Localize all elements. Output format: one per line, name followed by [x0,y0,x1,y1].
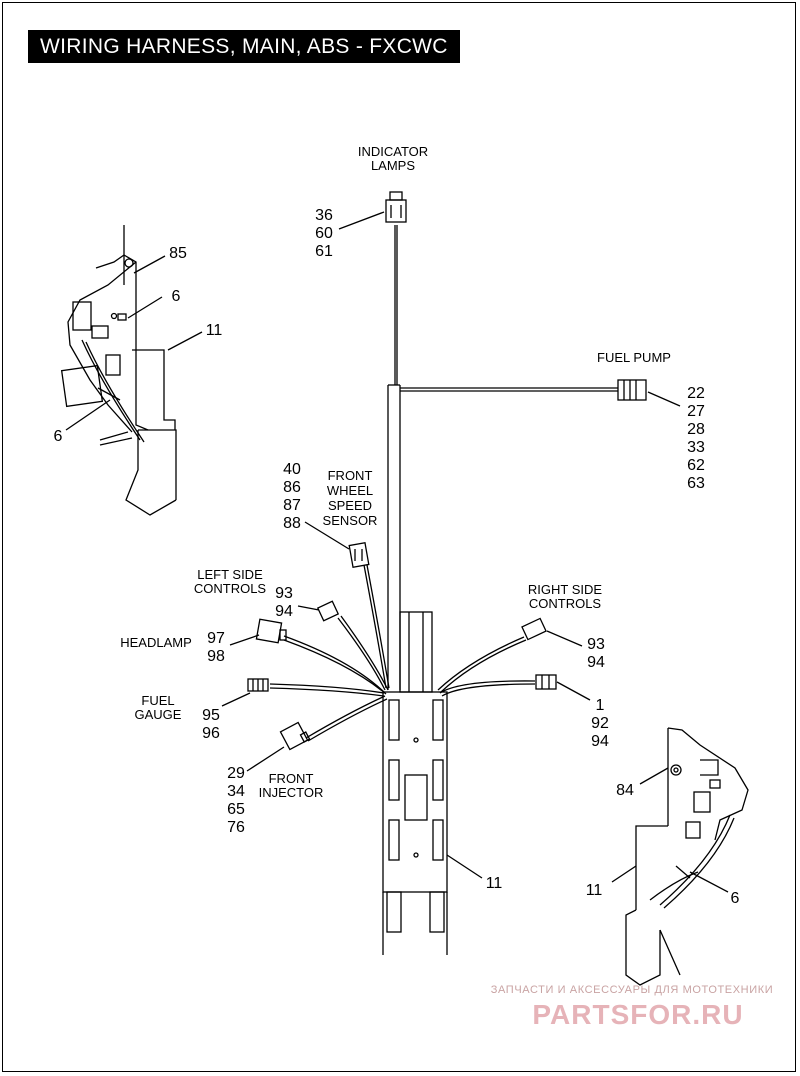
callout-wss-88: 88 [283,515,301,532]
leader-front-injector [246,746,285,772]
callout-left-controls-94: 94 [275,603,293,620]
watermark: ЗАПЧАСТИ И АКСЕССУАРЫ ДЛЯ МОТОТЕХНИКИ PA… [491,984,773,1030]
callout-main-harness-11: 11 [486,875,503,892]
front-injector-connector [279,721,311,751]
callout-fuel-pump-63: 63 [687,475,705,492]
leader-wheel-speed-sensor [304,521,350,550]
callout-fuel-pump-22: 22 [687,385,705,402]
headlamp-connector [255,618,287,644]
callout-wss-87: 87 [283,497,301,514]
callout-right-connector-1: 1 [596,697,605,714]
callout-right-inset-84: 84 [616,782,634,799]
watermark-tagline: ЗАПЧАСТИ И АКСЕССУАРЫ ДЛЯ МОТОТЕХНИКИ [491,984,773,996]
callout-injector-65: 65 [227,801,245,818]
callout-fuel-pump-62: 62 [687,457,705,474]
callout-wss-86: 86 [283,479,301,496]
label-fuel-gauge-line2: GAUGE [135,707,182,722]
leader-headlamp [229,634,260,646]
indicator-lamps-connector [385,191,407,223]
left-inset-detail [60,225,177,516]
left-branch-wires [269,564,390,742]
callout-headlamp-98: 98 [207,648,225,665]
leader-indicator-lamps [338,211,385,230]
callout-left-inset-6-lower: 6 [54,428,63,445]
callout-indicator-61: 61 [315,243,333,260]
leader-left-inset-6-upper [127,296,163,319]
left-controls-connector [316,600,340,622]
leader-left-inset-85 [133,255,166,274]
leader-right-inset-6 [689,871,729,893]
callout-right-connector-94: 94 [591,733,609,750]
callout-left-controls-93: 93 [275,585,293,602]
leader-fuel-pump [647,391,681,407]
leader-right-controls [546,630,583,647]
right-connector [535,674,557,690]
callout-right-connector-92: 92 [591,715,609,732]
leader-right-inset-11 [611,865,637,883]
label-wheel-speed-line2: WHEEL [327,483,373,498]
label-left-controls-line2: CONTROLS [194,581,267,596]
label-left-controls-line1: LEFT SIDE [197,567,263,582]
callout-left-inset-85: 85 [169,245,187,262]
label-indicator-lamps-line1: INDICATOR [358,144,428,159]
leader-left-inset-6-lower [65,399,111,431]
callout-fuel-pump-27: 27 [687,403,705,420]
callout-right-controls-93: 93 [587,636,605,653]
label-headlamp: HEADLAMP [120,635,192,650]
right-controls-connector [521,617,547,641]
callout-fuel-gauge-96: 96 [202,725,220,742]
callout-wss-40: 40 [283,461,301,478]
callout-left-inset-6-upper: 6 [172,288,181,305]
leader-right-inset-84 [639,767,669,785]
callout-fuel-pump-28: 28 [687,421,705,438]
callout-injector-29: 29 [227,765,245,782]
callout-right-controls-94: 94 [587,654,605,671]
leader-fuel-gauge [221,692,251,707]
label-indicator-lamps-line2: LAMPS [371,158,415,173]
label-front-injector-line1: FRONT [269,771,314,786]
right-inset-detail [625,727,749,986]
leader-main-harness [446,854,483,879]
label-right-controls-line1: RIGHT SIDE [528,582,602,597]
main-harness-trunk [387,225,618,690]
wheel-speed-sensor-connector [348,542,370,568]
callout-injector-34: 34 [227,783,245,800]
label-front-injector-line2: INJECTOR [259,785,324,800]
callout-indicator-60: 60 [315,225,333,242]
label-fuel-pump: FUEL PUMP [597,350,671,365]
label-wheel-speed-line4: SENSOR [323,513,378,528]
leader-left-controls [297,605,320,611]
label-fuel-gauge-line1: FUEL [141,693,174,708]
label-wheel-speed-line3: SPEED [328,498,372,513]
callout-fuel-gauge-95: 95 [202,707,220,724]
frame-backbone [382,611,448,955]
label-wheel-speed-line1: FRONT [328,468,373,483]
diagram-title: WIRING HARNESS, MAIN, ABS - FXCWC [28,30,460,63]
callout-indicator-36: 36 [315,207,333,224]
watermark-brand: PARTSFOR.RU [532,999,743,1030]
leader-right-connector [556,681,591,701]
leader-left-inset-11 [167,331,203,351]
callout-right-inset-11: 11 [586,882,603,899]
callout-right-inset-6: 6 [731,890,740,907]
callout-left-inset-11: 11 [206,322,223,339]
callout-headlamp-97: 97 [207,630,225,647]
callout-injector-76: 76 [227,819,245,836]
label-right-controls-line2: CONTROLS [529,596,602,611]
fuel-gauge-connector [247,678,269,692]
right-branch-wires [437,636,536,697]
callout-fuel-pump-33: 33 [687,439,705,456]
fuel-pump-connector [617,379,647,401]
